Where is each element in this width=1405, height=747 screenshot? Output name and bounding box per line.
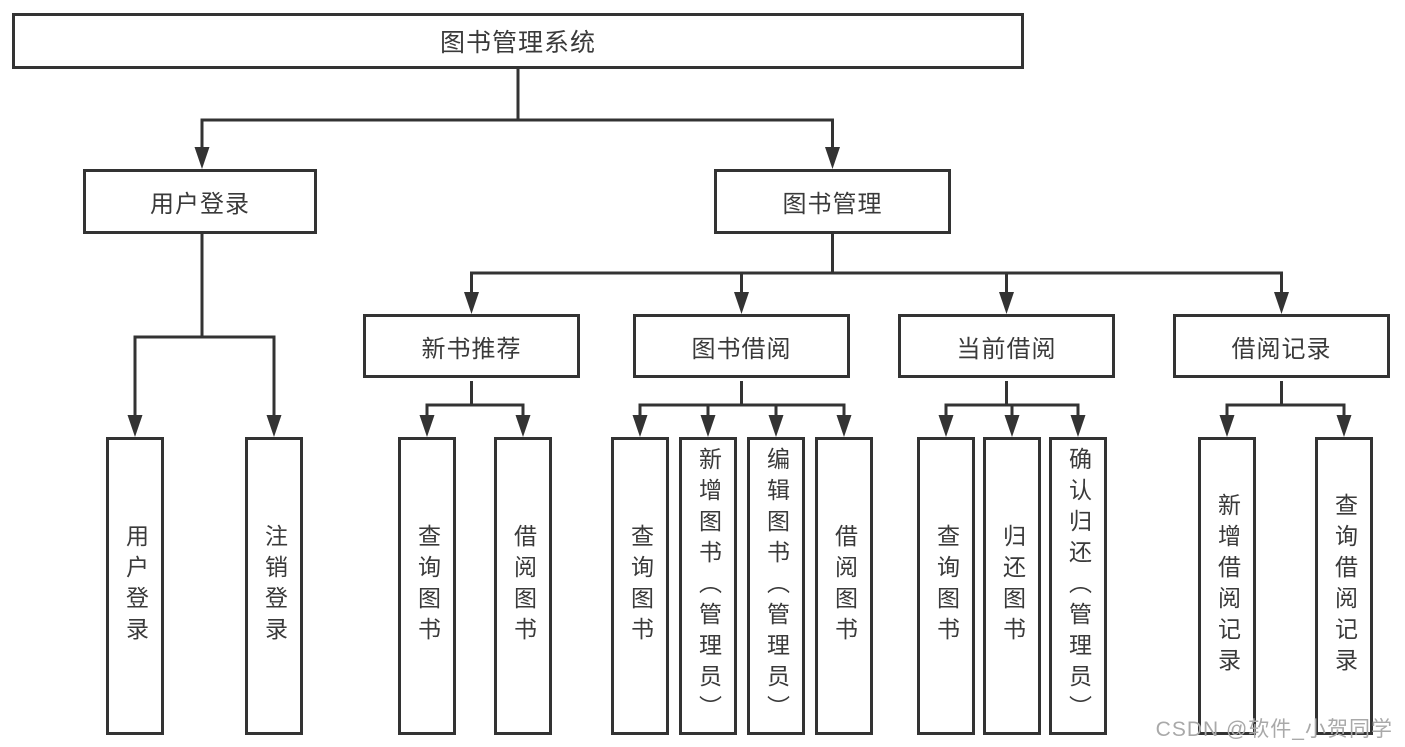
leaf-borrow-books-borrowing: 借阅图书 xyxy=(815,437,873,735)
leaf-query-borrow-record: 查询借阅记录 xyxy=(1315,437,1373,735)
leaf-return-book: 归还图书 xyxy=(983,437,1041,735)
leaf-label: 新增借阅记录 xyxy=(1214,493,1241,679)
leaf-label: 查询图书 xyxy=(414,524,441,648)
node-user-login: 用户登录 xyxy=(83,169,317,234)
leaf-query-books-current: 查询图书 xyxy=(917,437,975,735)
leaf-label: 查询图书 xyxy=(627,524,654,648)
leaf-label: 借阅图书 xyxy=(831,524,858,648)
leaf-label: 用户登录 xyxy=(122,524,149,648)
node-new-book-recommendation: 新书推荐 xyxy=(363,314,580,378)
leaf-add-borrow-record: 新增借阅记录 xyxy=(1198,437,1256,735)
leaf-label: 查询借阅记录 xyxy=(1331,493,1358,679)
leaf-label: 注销登录 xyxy=(261,524,288,648)
leaf-label: 借阅图书 xyxy=(510,524,537,648)
leaf-label: 确认归还（管理员） xyxy=(1065,446,1092,726)
leaf-label: 编辑图书（管理员） xyxy=(763,446,790,726)
leaf-edit-book-admin: 编辑图书（管理员） xyxy=(747,437,805,735)
csdn-watermark: CSDN @软件_小贺同学 xyxy=(1155,718,1393,741)
leaf-logout: 注销登录 xyxy=(245,437,303,735)
node-book-borrowing: 图书借阅 xyxy=(633,314,850,378)
node-book-management: 图书管理 xyxy=(714,169,951,234)
leaf-borrow-books-recommend: 借阅图书 xyxy=(494,437,552,735)
leaf-user-login: 用户登录 xyxy=(106,437,164,735)
leaf-query-books-recommend: 查询图书 xyxy=(398,437,456,735)
node-borrowing-records: 借阅记录 xyxy=(1173,314,1390,378)
node-root: 图书管理系统 xyxy=(12,13,1024,69)
leaf-confirm-return-admin: 确认归还（管理员） xyxy=(1049,437,1107,735)
leaf-add-book-admin: 新增图书（管理员） xyxy=(679,437,737,735)
leaf-query-books-borrowing: 查询图书 xyxy=(611,437,669,735)
node-current-borrowing: 当前借阅 xyxy=(898,314,1115,378)
leaf-label: 归还图书 xyxy=(999,524,1026,648)
leaf-label: 查询图书 xyxy=(933,524,960,648)
leaf-label: 新增图书（管理员） xyxy=(695,446,722,726)
